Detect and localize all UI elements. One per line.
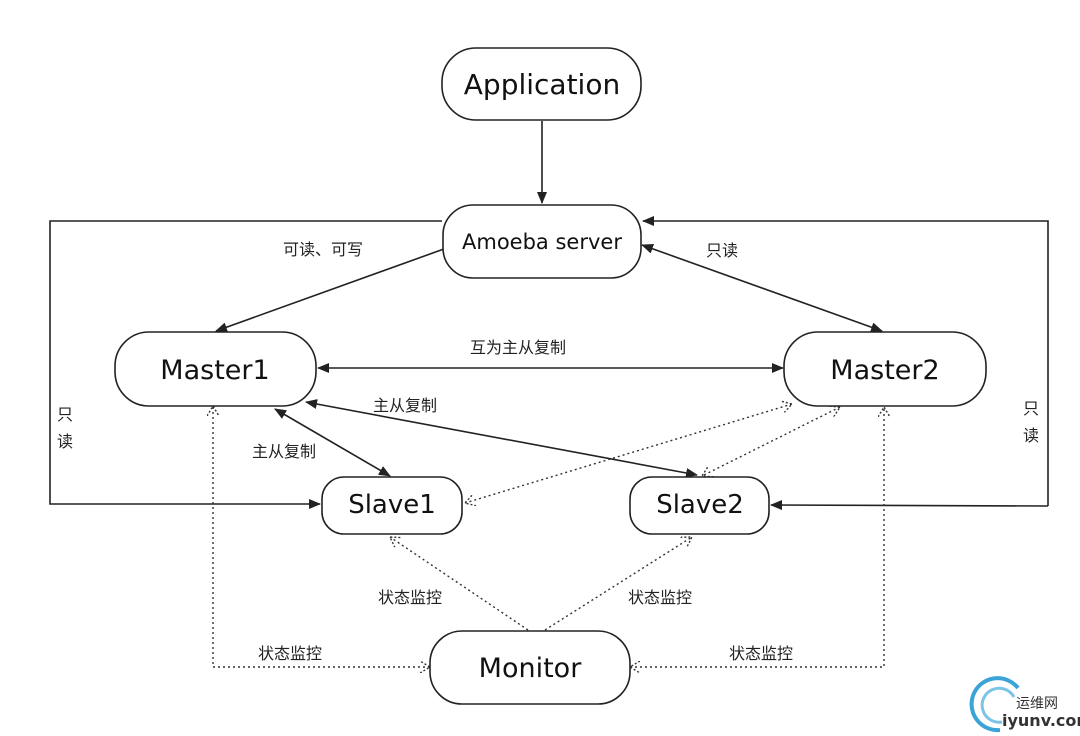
edge-right-bottom-segment bbox=[770, 500, 1049, 511]
edge-amoeba-slave1-readonly bbox=[49, 220, 442, 509]
watermark-cn: 运维网 bbox=[1016, 696, 1058, 712]
node-slave1-label: Slave1 bbox=[348, 490, 436, 520]
node-master2: Master2 bbox=[783, 331, 987, 407]
watermark-en: iyunv.com bbox=[1002, 711, 1080, 730]
label-mutual-replication: 互为主从复制 bbox=[470, 338, 566, 357]
label-replication-m1-s1: 主从复制 bbox=[252, 442, 316, 461]
label-read-only-left-2: 读 bbox=[57, 432, 73, 451]
node-monitor: Monitor bbox=[429, 630, 631, 705]
edge-monitor-master1-dotted bbox=[213, 406, 430, 667]
edge-amoeba-slave2-readonly bbox=[642, 216, 1049, 506]
watermark: 运维网 iyunv.com bbox=[969, 676, 1080, 733]
label-monitor-master1: 状态监控 bbox=[258, 644, 322, 663]
edge-monitor-master2-dotted bbox=[630, 407, 884, 667]
edge-amoeba-master2 bbox=[641, 244, 883, 332]
label-monitor-slave2: 状态监控 bbox=[628, 588, 692, 607]
node-amoeba-server: Amoeba server bbox=[442, 204, 642, 279]
node-master2-label: Master2 bbox=[830, 355, 939, 386]
label-read-write: 可读、可写 bbox=[283, 240, 363, 259]
node-slave1: Slave1 bbox=[321, 476, 463, 535]
node-master1-label: Master1 bbox=[160, 355, 269, 386]
node-monitor-label: Monitor bbox=[479, 653, 583, 684]
label-read-only-right-1: 只 bbox=[1023, 399, 1039, 418]
node-amoeba-label: Amoeba server bbox=[462, 230, 622, 254]
label-read-only-right-2: 读 bbox=[1023, 426, 1039, 445]
edge-master2-slave2-dotted bbox=[702, 407, 840, 476]
edge-monitor-slave1-dotted bbox=[390, 537, 529, 631]
node-master1: Master1 bbox=[114, 331, 317, 407]
node-application: Application bbox=[441, 47, 642, 121]
label-read-only-right: 只读 bbox=[706, 241, 738, 260]
edge-monitor-slave2-dotted bbox=[544, 537, 692, 631]
node-slave2: Slave2 bbox=[629, 476, 770, 535]
label-read-only-left-1: 只 bbox=[57, 405, 73, 424]
edge-master1-slave2 bbox=[305, 399, 698, 478]
label-monitor-master2: 状态监控 bbox=[729, 644, 793, 663]
node-slave2-label: Slave2 bbox=[656, 490, 744, 520]
label-replication-m1-s2: 主从复制 bbox=[373, 396, 437, 415]
label-monitor-slave1: 状态监控 bbox=[378, 588, 442, 607]
node-application-label: Application bbox=[464, 68, 620, 101]
watermark-logo-icon bbox=[969, 676, 1020, 733]
edge-amoeba-master1 bbox=[215, 244, 456, 332]
